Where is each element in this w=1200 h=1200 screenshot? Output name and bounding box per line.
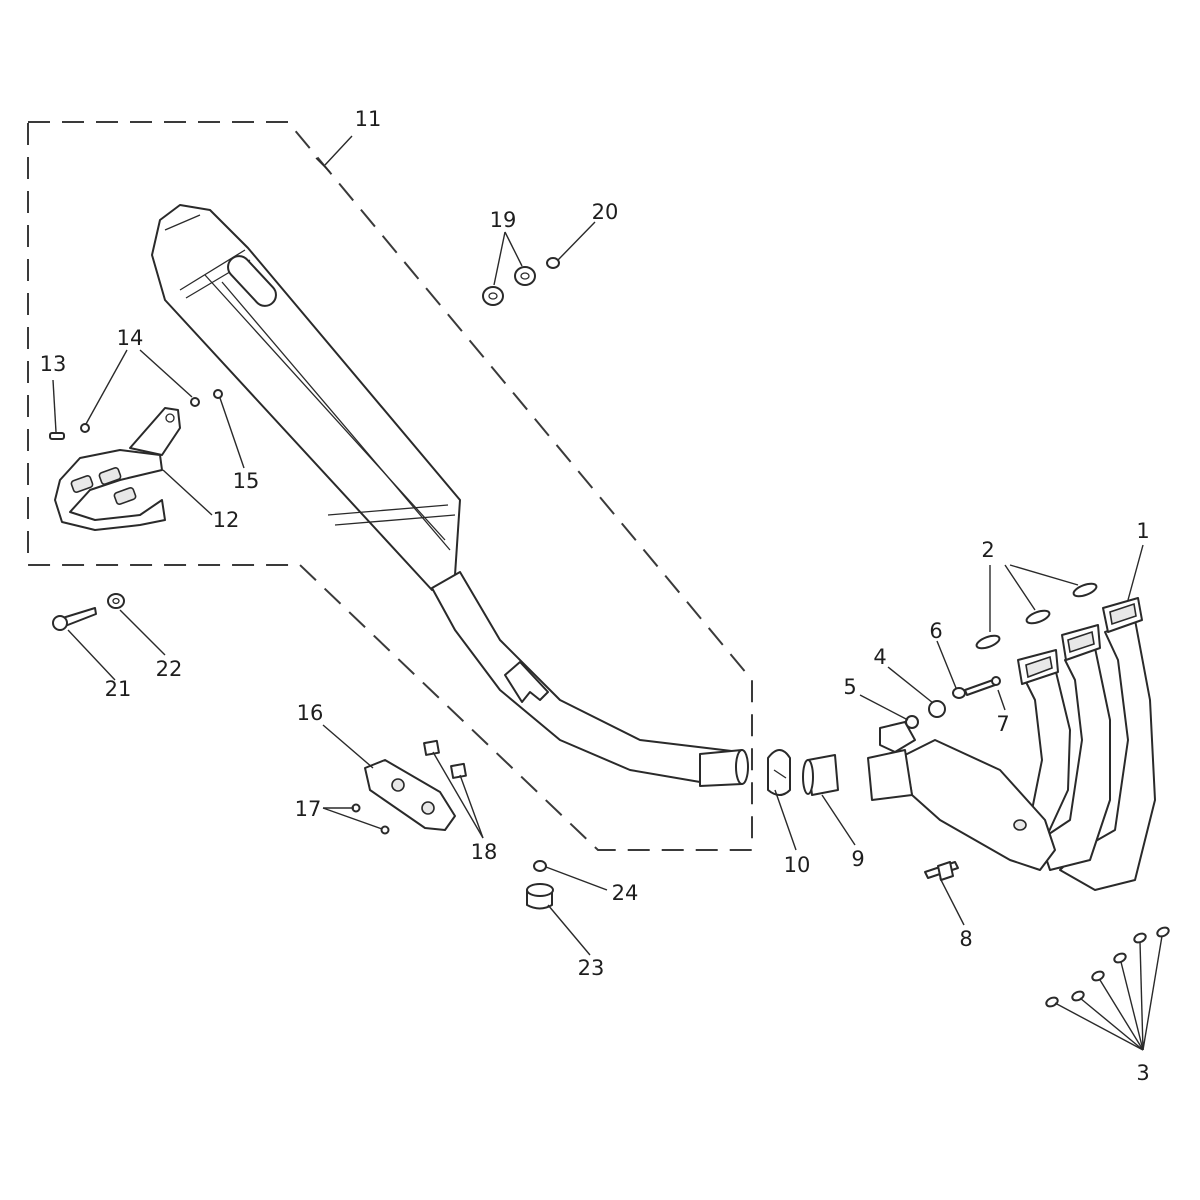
callout-12: 12 [213,508,240,532]
callout-2: 2 [981,538,994,562]
washer-6 [952,687,966,699]
callout-22: 22 [156,657,183,681]
silencer [151,204,461,591]
callout-17: 17 [295,797,322,821]
callout-labels: 1 2 3 4 5 6 7 8 9 10 11 12 13 14 15 16 1… [40,107,1150,1085]
callout-21: 21 [105,677,132,701]
nut-20 [546,257,560,269]
bolt-7 [964,676,1001,696]
callout-15: 15 [233,469,260,493]
clips-18 [423,739,467,779]
link-pipe [431,571,749,787]
washer-5 [905,715,919,729]
washer-22 [107,593,125,609]
callout-16: 16 [297,701,324,725]
washer-24 [533,860,547,872]
callout-23: 23 [578,956,605,980]
callout-4: 4 [873,645,886,669]
callout-20: 20 [592,200,619,224]
callout-13: 13 [40,352,67,376]
nuts-3 [1045,926,1170,1008]
leader-lines [52,135,1163,1051]
bolt-21 [52,607,97,631]
callout-18: 18 [471,840,498,864]
catalyst-body [867,721,1056,871]
callout-6: 6 [929,619,942,643]
assembly-11-boundary [27,121,753,851]
sensor-bung-8 [924,861,959,881]
callout-1: 1 [1136,519,1149,543]
clamp-10 [767,749,791,796]
callout-5: 5 [843,675,856,699]
washers-14 [80,397,200,433]
grommets-19 [482,266,536,306]
callout-8: 8 [959,927,972,951]
callout-9: 9 [851,847,864,871]
heat-shield-clamp [54,407,181,531]
nut-4 [928,700,946,718]
callout-10: 10 [784,853,811,877]
gaskets-2 [975,582,1098,650]
heat-shield-16 [364,759,456,831]
callout-11: 11 [355,107,382,131]
callout-19: 19 [490,208,517,232]
callout-7: 7 [996,712,1009,736]
callout-24: 24 [612,881,639,905]
bolt-13 [49,432,65,440]
screws-17 [351,803,390,835]
callout-14: 14 [117,326,144,350]
rubber-mount-23 [526,883,554,910]
nut-15 [213,389,223,399]
callout-3: 3 [1136,1061,1149,1085]
sleeve-9 [802,754,839,796]
